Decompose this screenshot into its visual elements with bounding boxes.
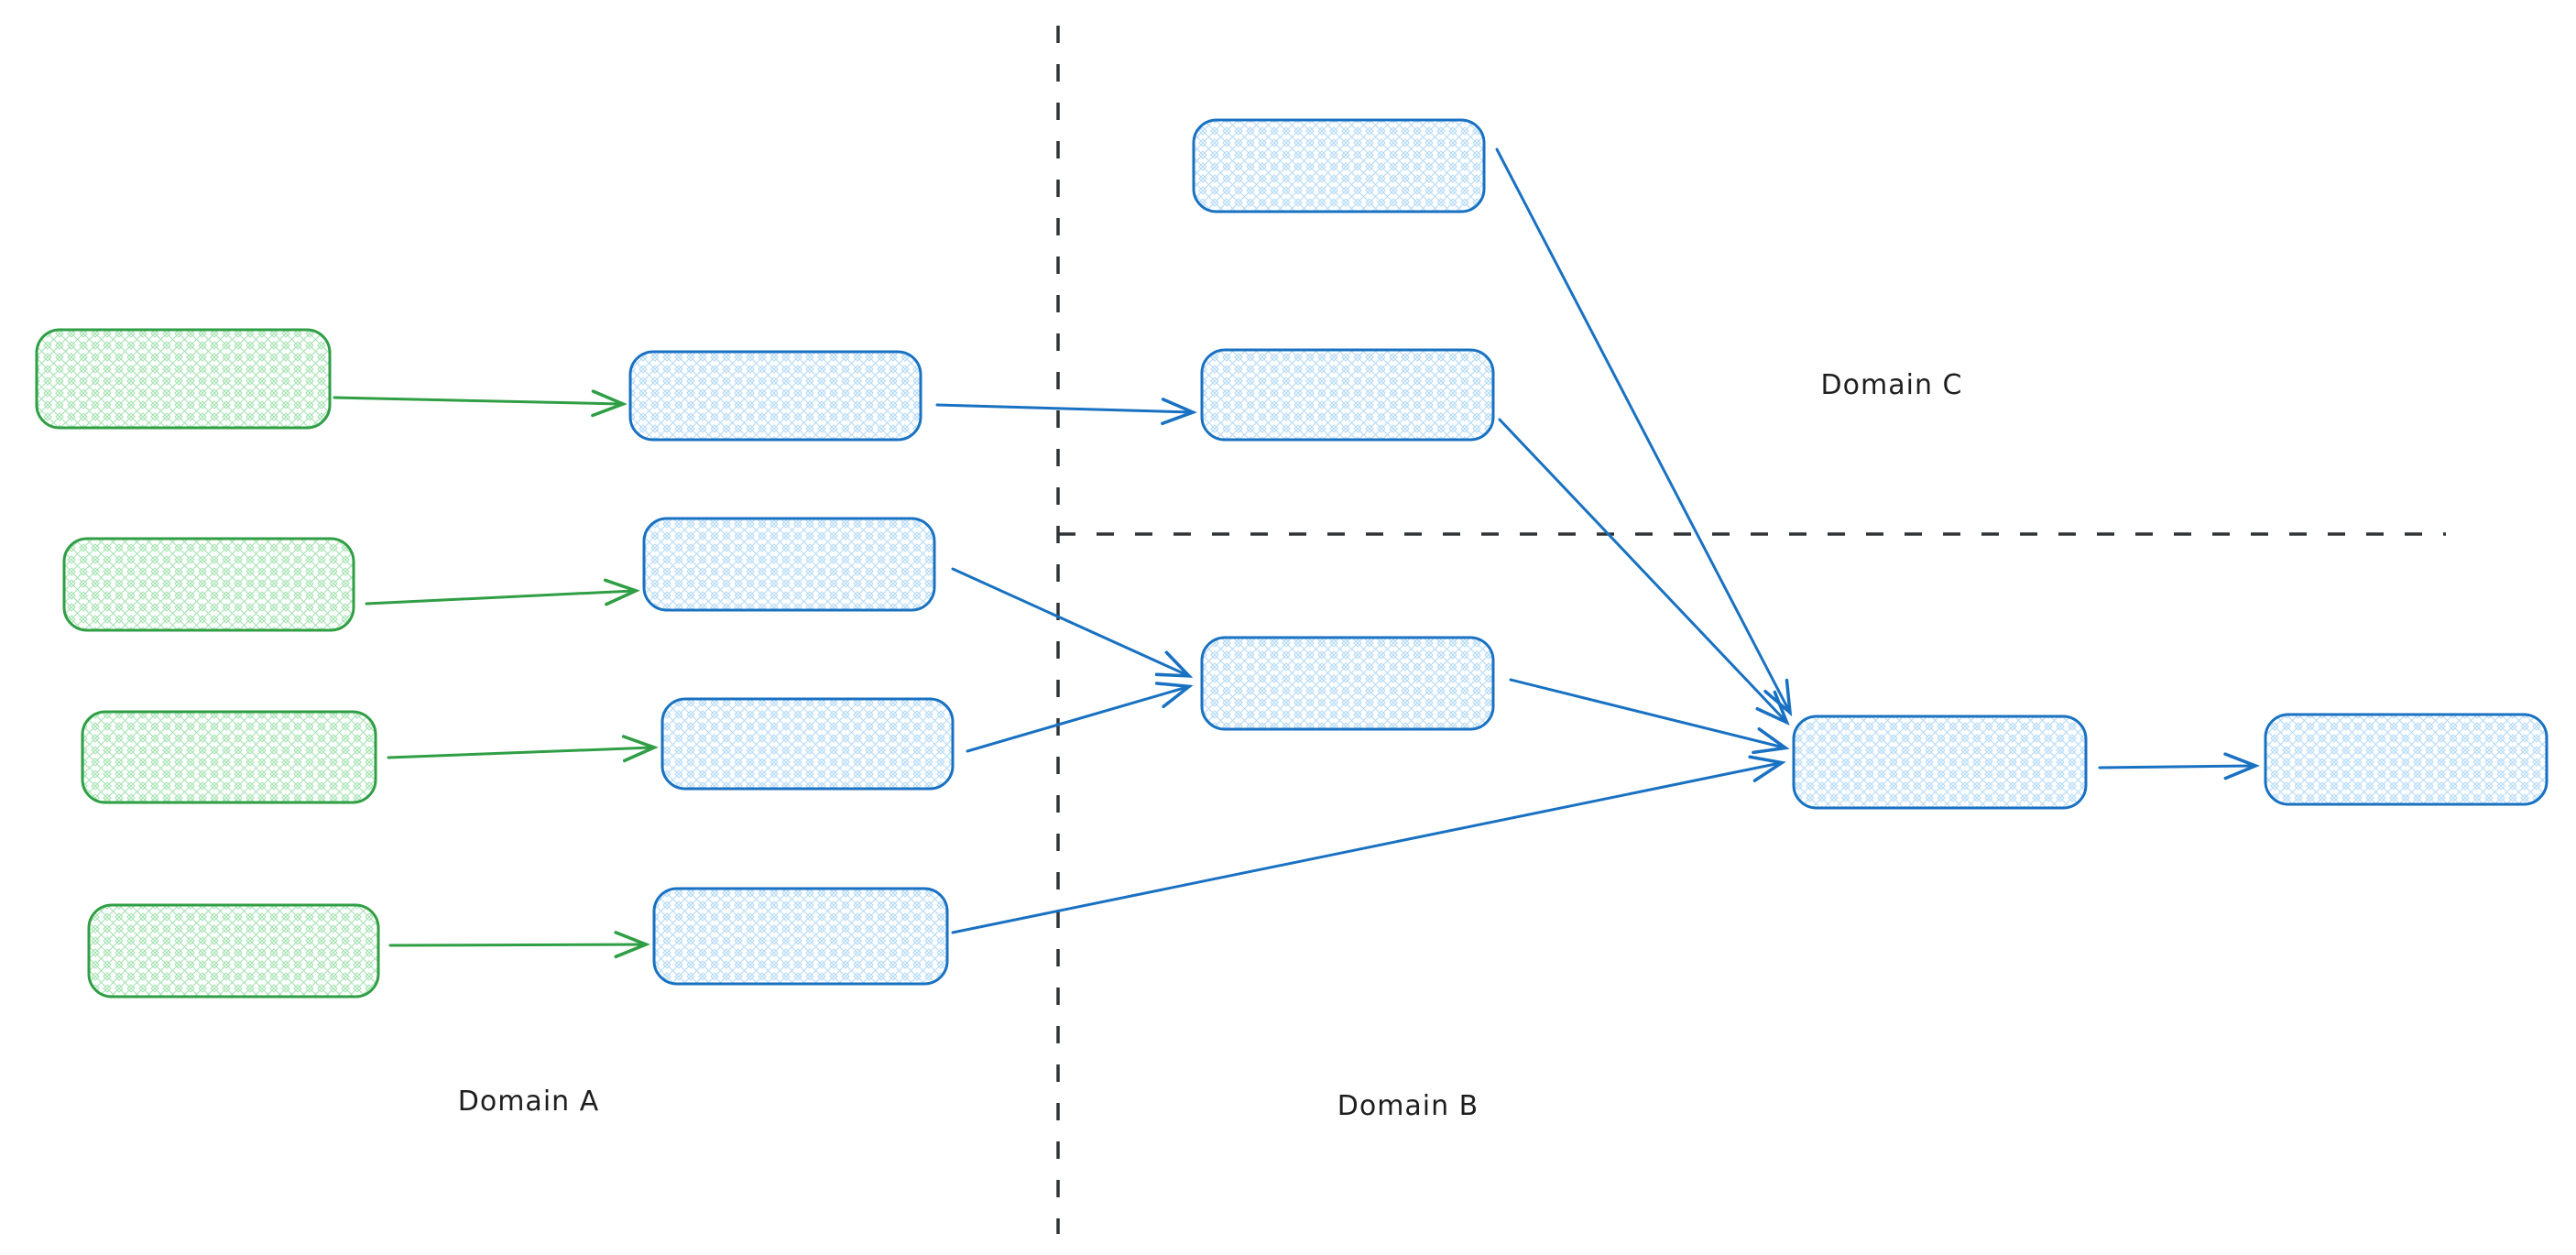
arrow-hub-to-sink[interactable]	[2098, 766, 2254, 768]
arrow-a2-to-b-middle[interactable]	[951, 567, 1187, 675]
green-box-3[interactable]	[81, 710, 377, 804]
blue-box-hub[interactable]	[1792, 715, 2088, 810]
blue-box-b-middle[interactable]	[1200, 636, 1495, 731]
arrow-green-1[interactable]	[333, 398, 621, 404]
blue-box-a4[interactable]	[652, 887, 949, 986]
blue-box-c-top[interactable]	[1192, 118, 1486, 213]
blue-box-b-top[interactable]	[1200, 348, 1495, 442]
arrow-green-2[interactable]	[365, 591, 634, 604]
blue-box-a1[interactable]	[628, 350, 922, 442]
arrow-c-top-to-hub[interactable]	[1495, 147, 1789, 711]
arrow-green-3[interactable]	[387, 748, 652, 758]
domain-c-label[interactable]: Domain C	[1821, 369, 1963, 401]
green-box-1[interactable]	[35, 328, 332, 430]
arrow-b-middle-to-hub[interactable]	[1509, 678, 1784, 748]
domain-a-label[interactable]: Domain A	[458, 1086, 599, 1118]
domain-b-label[interactable]: Domain B	[1337, 1090, 1479, 1122]
blue-box-sink[interactable]	[2264, 713, 2549, 806]
arrow-green-4[interactable]	[388, 944, 644, 945]
green-box-2[interactable]	[62, 537, 355, 632]
blue-box-a2[interactable]	[642, 517, 936, 612]
arrow-a3-to-b-middle[interactable]	[966, 687, 1187, 753]
arrow-b-top-to-hub[interactable]	[1498, 418, 1785, 721]
arrow-a1-to-b-top[interactable]	[935, 405, 1191, 412]
blue-box-a3[interactable]	[660, 697, 955, 791]
green-box-4[interactable]	[87, 903, 380, 999]
arrow-a4-to-hub[interactable]	[951, 763, 1780, 934]
